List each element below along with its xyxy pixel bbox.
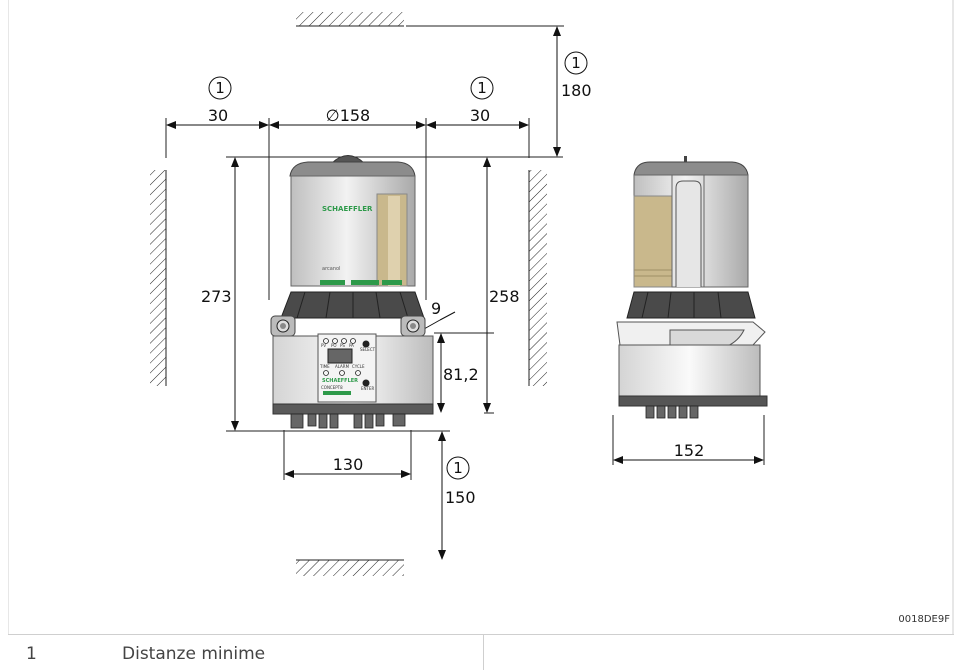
legend-number: 1 xyxy=(26,644,37,664)
svg-text:PV: PV xyxy=(321,343,326,348)
wall-left xyxy=(150,170,167,386)
wall-right xyxy=(528,170,547,386)
svg-text:PO: PO xyxy=(331,343,337,348)
dim-9: 9 xyxy=(431,299,441,318)
callout-1-d: 1 xyxy=(446,456,470,480)
svg-text:PA: PA xyxy=(349,343,354,348)
front-view-lubricator: SCHAEFFLER arcanol SCHAEFFLER xyxy=(270,155,434,429)
dimension-lines xyxy=(166,26,764,560)
svg-text:TIME: TIME xyxy=(319,364,330,369)
dim-258: 258 xyxy=(489,287,520,306)
legend-text: Distanze minime xyxy=(122,644,266,664)
dim-81: 81,2 xyxy=(443,365,479,384)
svg-text:CYCLE: CYCLE xyxy=(352,364,365,369)
callout-1-a: 1 xyxy=(208,76,232,100)
technical-drawing: 30 ∅158 30 180 273 258 9 81,2 130 150 15… xyxy=(7,0,954,634)
wall-top xyxy=(296,12,404,27)
svg-text:1: 1 xyxy=(571,54,581,72)
dim-180: 180 xyxy=(561,81,592,100)
dim-130: 130 xyxy=(333,455,364,474)
dim-150: 150 xyxy=(445,488,476,507)
extension-lines xyxy=(165,25,765,480)
dim-273: 273 xyxy=(201,287,232,306)
svg-text:CONCEPT8: CONCEPT8 xyxy=(321,385,343,390)
front-brand-label: SCHAEFFLER xyxy=(322,205,373,213)
svg-text:ALARM: ALARM xyxy=(335,364,350,369)
dim-152: 152 xyxy=(674,441,705,460)
legend-divider xyxy=(483,635,484,670)
svg-text:1: 1 xyxy=(477,79,487,97)
callout-1-c: 1 xyxy=(564,51,588,75)
legend-table: 1 Distanze minime xyxy=(8,634,954,670)
svg-text:ENTER: ENTER xyxy=(361,386,374,391)
dim-158: ∅158 xyxy=(326,106,370,125)
drawing-frame: 30 ∅158 30 180 273 258 9 81,2 130 150 15… xyxy=(7,0,954,669)
svg-text:SELECT: SELECT xyxy=(360,347,376,352)
wall-bottom xyxy=(296,559,404,576)
svg-text:1: 1 xyxy=(215,79,225,97)
callout-1-b: 1 xyxy=(470,76,494,100)
front-model-label: arcanol xyxy=(322,266,340,272)
svg-text:PS: PS xyxy=(340,343,345,348)
panel-brand-label: SCHAEFFLER xyxy=(322,378,358,384)
image-code: 0018DE9F xyxy=(898,614,950,625)
side-view-lubricator xyxy=(616,156,768,419)
svg-text:1: 1 xyxy=(453,459,463,477)
dim-30-right: 30 xyxy=(470,106,490,125)
dim-30-left: 30 xyxy=(208,106,228,125)
